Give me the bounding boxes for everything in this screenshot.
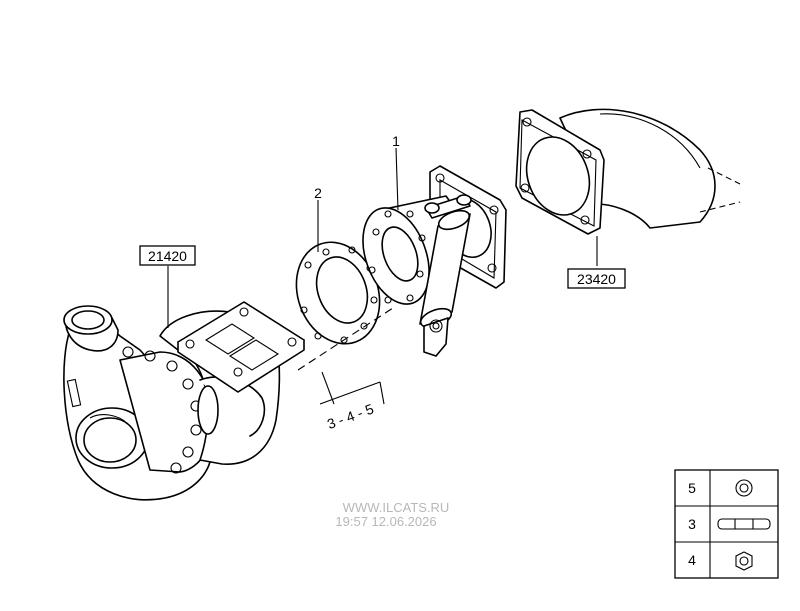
legend-row-number: 5 <box>688 480 696 496</box>
washer-icon <box>735 479 753 497</box>
part-1-label: 1 <box>392 133 400 149</box>
stud-icon <box>717 518 771 530</box>
turbocharger-callout: 21420 <box>148 248 187 264</box>
flange-gasket <box>295 241 381 345</box>
turbocharger <box>63 301 305 501</box>
exhaust-elbow-callout: 23420 <box>577 271 616 287</box>
nut-icon <box>735 551 753 571</box>
watermark-timestamp: 19:57 12.06.2026 <box>335 514 436 529</box>
fastener-group-label: 3 - 4 - 5 <box>325 400 376 432</box>
legend-row-number: 3 <box>688 516 696 532</box>
exhaust-elbow-callout-box <box>567 268 626 289</box>
legend-row-number: 4 <box>688 552 696 568</box>
watermark-site: WWW.ILCATS.RU <box>343 500 450 515</box>
turbocharger-callout-box <box>139 245 196 266</box>
exhaust-pipe-flange <box>362 165 507 357</box>
part-2-label: 2 <box>314 185 322 201</box>
exhaust-elbow <box>515 108 741 235</box>
fastener-legend: 5 3 4 <box>674 469 779 579</box>
leader-lines <box>167 147 598 405</box>
